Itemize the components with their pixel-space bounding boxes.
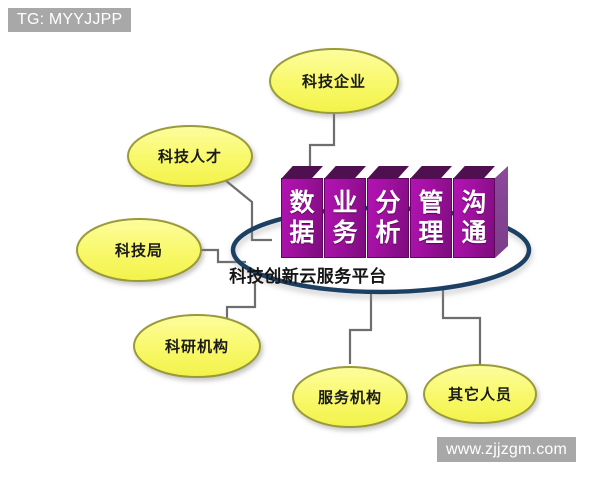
cube-glyph-top: 业	[332, 188, 358, 217]
cube-glyphs: 分 析	[367, 178, 409, 258]
connector-lines	[196, 108, 482, 364]
cube-glyph-bottom: 务	[332, 218, 358, 247]
cube-front-face	[324, 178, 366, 258]
cube-glyph-top: 数	[289, 188, 315, 217]
cube-front-face	[410, 178, 452, 258]
cube-top-face	[410, 166, 452, 179]
cube-glyphs: 业 务	[324, 178, 366, 258]
cube-top-face	[281, 166, 323, 179]
connector-tech-talent	[224, 179, 272, 242]
node-ellipse-tech-bureau[interactable]	[76, 218, 202, 282]
pillar-cube-data[interactable]: 数 据	[281, 166, 323, 258]
node-ellipse-service-agency[interactable]	[292, 366, 408, 428]
cube-glyphs: 数 据	[281, 178, 323, 258]
connector-research-institute	[225, 281, 257, 318]
cube-side-face	[495, 166, 508, 258]
cube-front-face	[281, 178, 323, 258]
pillar-cube-communication[interactable]: 沟 通	[453, 166, 508, 258]
connector-other-personnel	[441, 288, 482, 364]
pillar-cube-management[interactable]: 管 理	[410, 166, 452, 258]
platform-caption: 科技创新云服务平台	[229, 267, 387, 287]
connector-tech-bureau	[196, 248, 246, 264]
cube-glyph-top: 分	[375, 188, 401, 217]
cube-glyph-bottom: 据	[289, 218, 315, 247]
cube-glyph-top: 管	[418, 188, 444, 217]
node-ellipse-tech-talent[interactable]	[127, 125, 253, 187]
node-ellipses	[76, 48, 537, 428]
watermark-tag: TG: MYYJJPP	[8, 8, 132, 32]
pillar-cube-analysis[interactable]: 分 析	[367, 166, 409, 258]
cube-glyph-bottom: 理	[418, 218, 444, 247]
node-ellipse-other-personnel[interactable]	[423, 364, 537, 424]
watermark-url: www.zjjzgm.com	[437, 437, 577, 462]
node-ellipse-research-institute[interactable]	[133, 314, 261, 378]
connector-tech-enterprise	[308, 108, 336, 178]
cube-glyph-bottom: 析	[375, 218, 401, 247]
cube-glyphs: 沟 通	[453, 178, 495, 258]
cube-top-face	[324, 166, 366, 179]
cube-top-face	[453, 166, 495, 179]
pillar-cube-business[interactable]: 业 务	[324, 166, 366, 258]
node-ellipse-tech-enterprise[interactable]	[269, 48, 399, 114]
cube-glyph-bottom: 通	[461, 218, 487, 247]
cube-front-face	[453, 178, 495, 258]
connector-service-agency	[348, 292, 373, 364]
cube-glyph-top: 沟	[461, 188, 487, 217]
cube-glyphs: 管 理	[410, 178, 452, 258]
cube-top-face	[367, 166, 409, 179]
cube-front-face	[367, 178, 409, 258]
